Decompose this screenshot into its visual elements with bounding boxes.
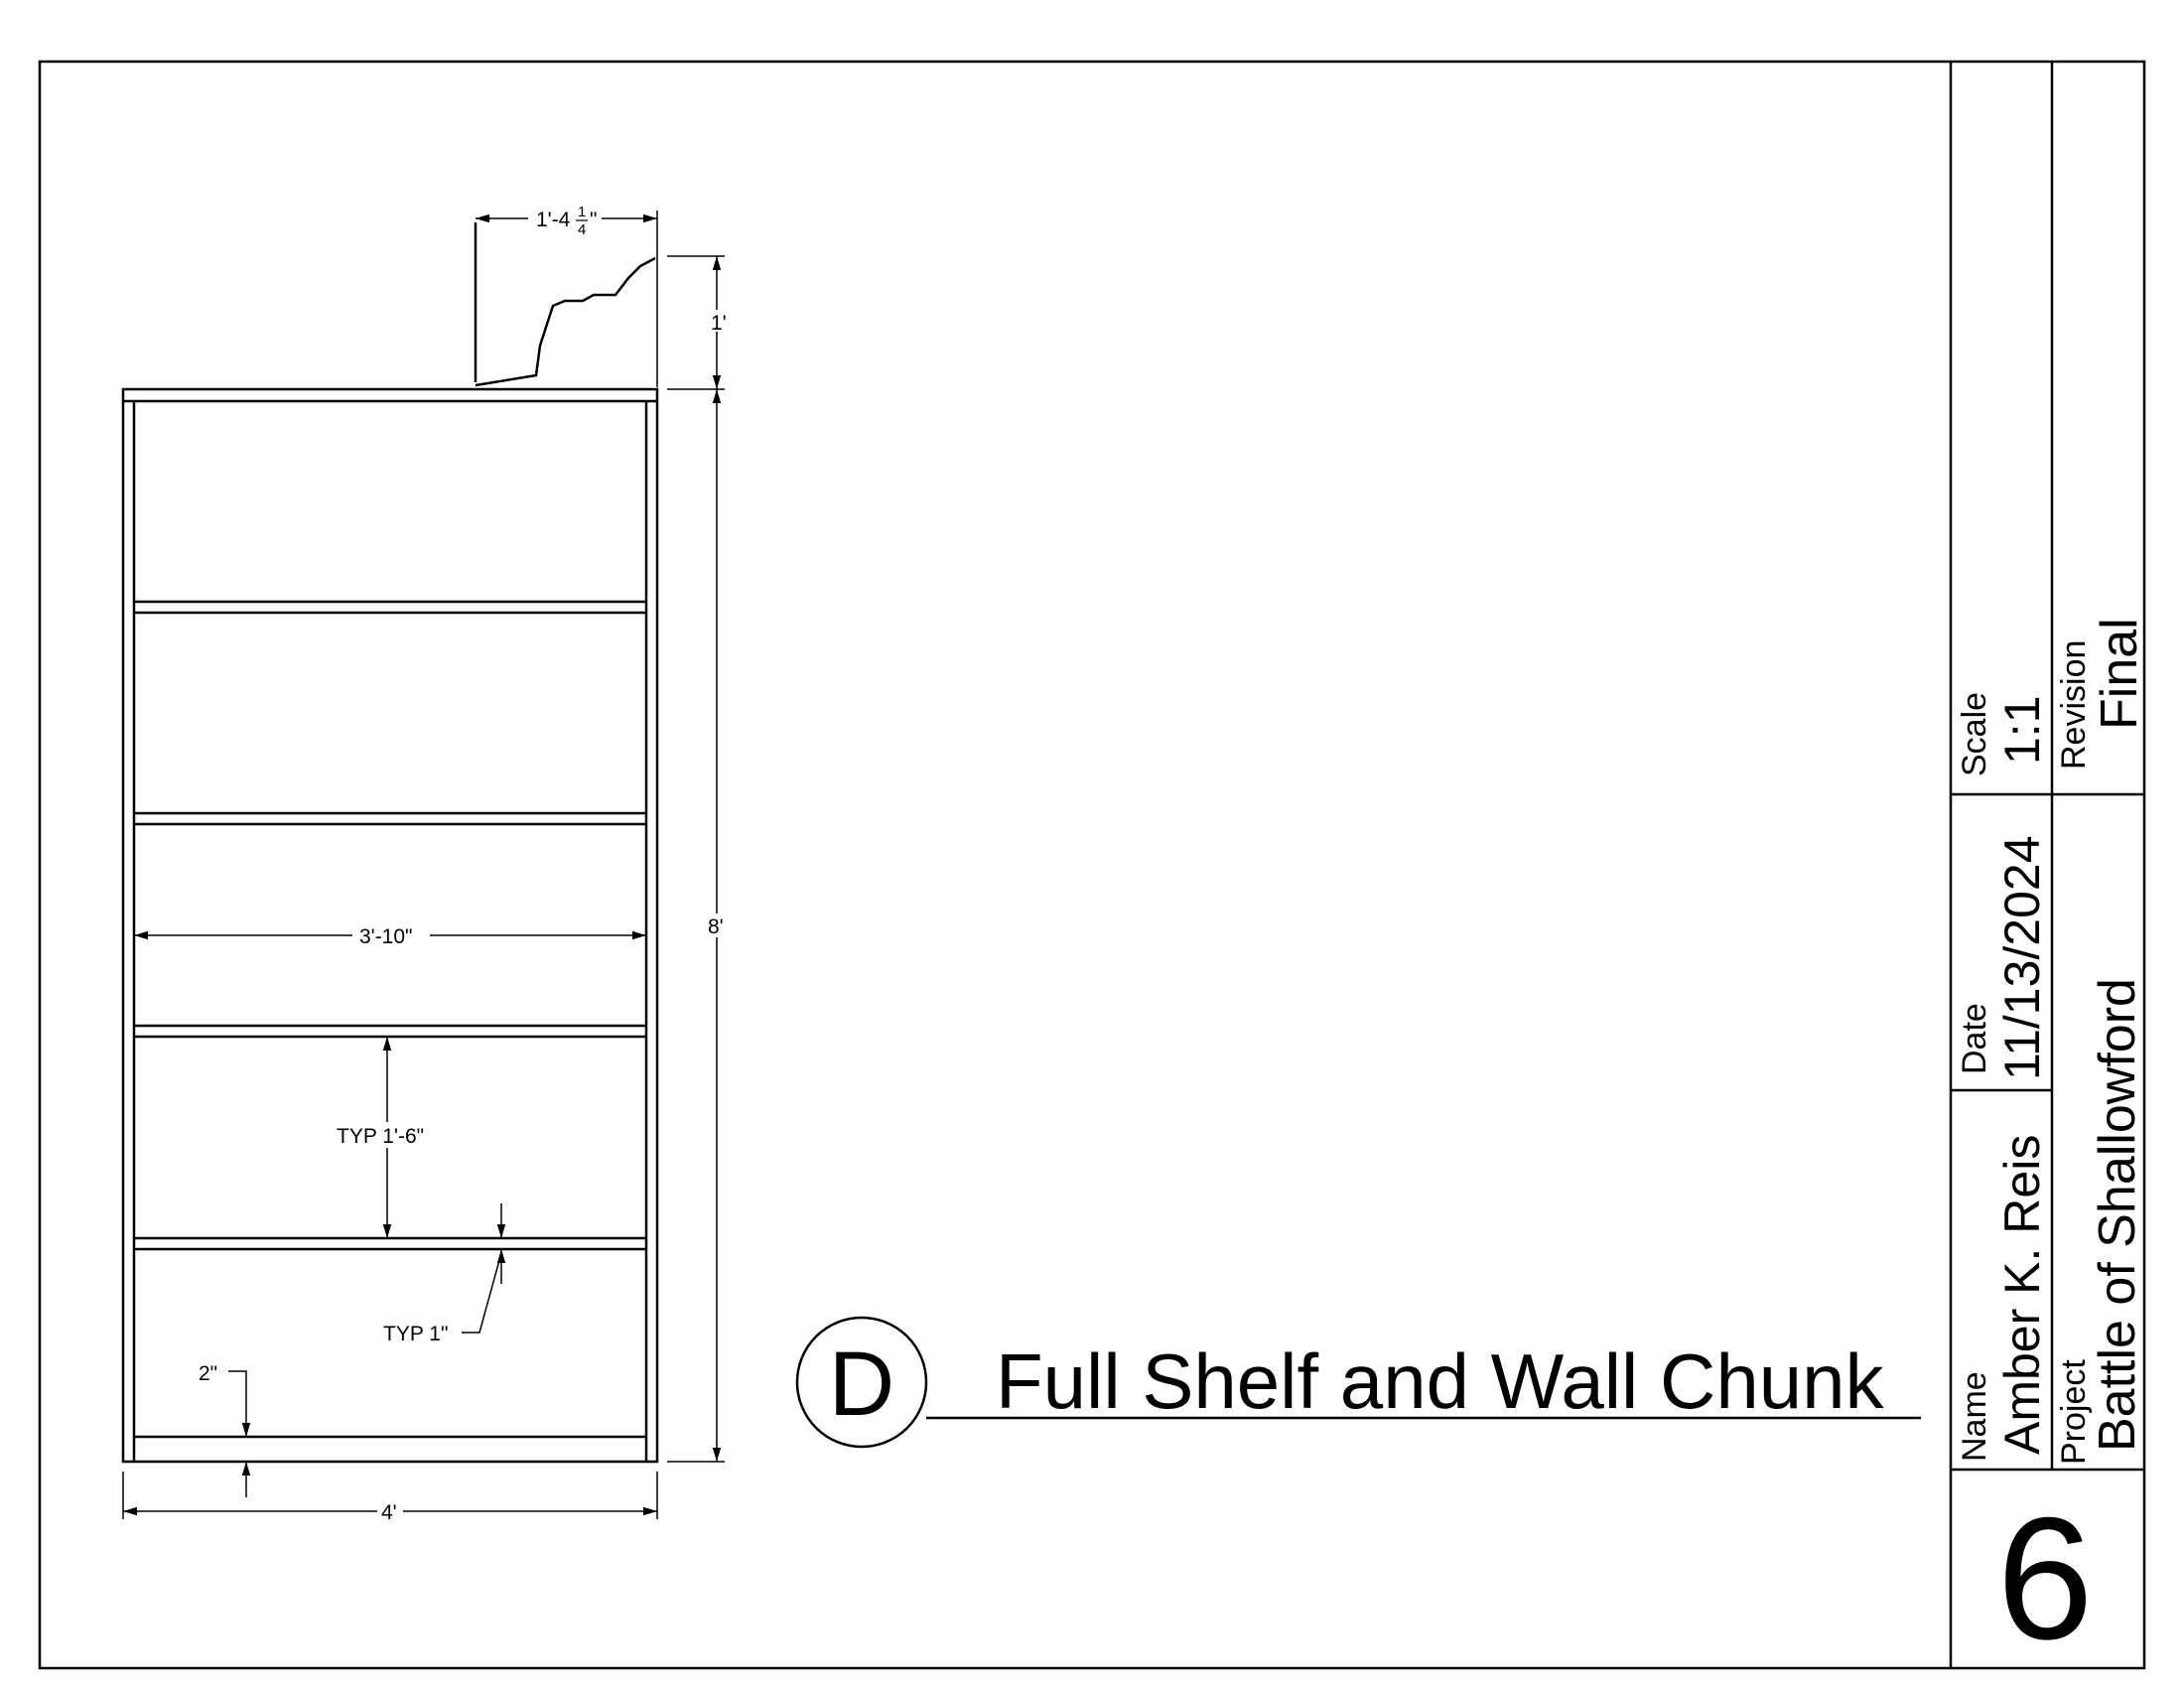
scale-label: Scale (1956, 692, 1993, 776)
shelf-elevation (121, 387, 659, 1464)
dim-molding-height: 1' (711, 312, 727, 335)
name-value: Amber K. Reis (1994, 1135, 2050, 1455)
sheet-number: 6 (1996, 1482, 2093, 1676)
dimension-texts: 1'-4 1 4 " 1' 8' 3'-10" TYP 1'-6" TYP 1"… (199, 204, 729, 1524)
date-label: Date (1956, 1003, 1993, 1074)
callout-circle (795, 1316, 928, 1449)
dim-shelf-thickness: TYP 1" (383, 1323, 448, 1345)
view-title: D Full Shelf and Wall Chunk (795, 1316, 1921, 1449)
name-label: Name (1956, 1371, 1993, 1462)
shelf-outer-frame (121, 387, 659, 1464)
project-label: Project (2055, 1359, 2093, 1465)
wall-molding-chunk (474, 222, 656, 387)
sheet-border (38, 60, 2146, 1670)
dim-molding-inch: " (590, 209, 597, 231)
drawing-title: Full Shelf and Wall Chunk (996, 1337, 1885, 1425)
dim-molding-fraction-den: 4 (578, 221, 586, 238)
dim-overall-height: 8' (708, 915, 724, 938)
title-block-texts: Scale 1:1 Revision Final Date 11/13/2024… (1956, 618, 2148, 1676)
dim-molding-fraction-num: 1 (578, 204, 586, 220)
dim-base-height: 2" (199, 1362, 217, 1385)
dim-overall-width: 4' (381, 1501, 397, 1524)
revision-label: Revision (2055, 640, 2093, 770)
project-value: Battle of Shallowford (2089, 978, 2146, 1452)
title-block (1949, 62, 2144, 1668)
shelf-boards (134, 600, 646, 1439)
callout-letter: D (829, 1334, 894, 1435)
scale-value: 1:1 (1994, 695, 2050, 765)
dim-shelf-spacing: TYP 1'-6" (337, 1125, 424, 1148)
revision-value: Final (2091, 618, 2148, 730)
date-value: 11/13/2024 (1994, 835, 2050, 1080)
dim-inner-width: 3'-10" (359, 925, 413, 948)
dim-molding-width: 1'-4 (536, 209, 571, 231)
